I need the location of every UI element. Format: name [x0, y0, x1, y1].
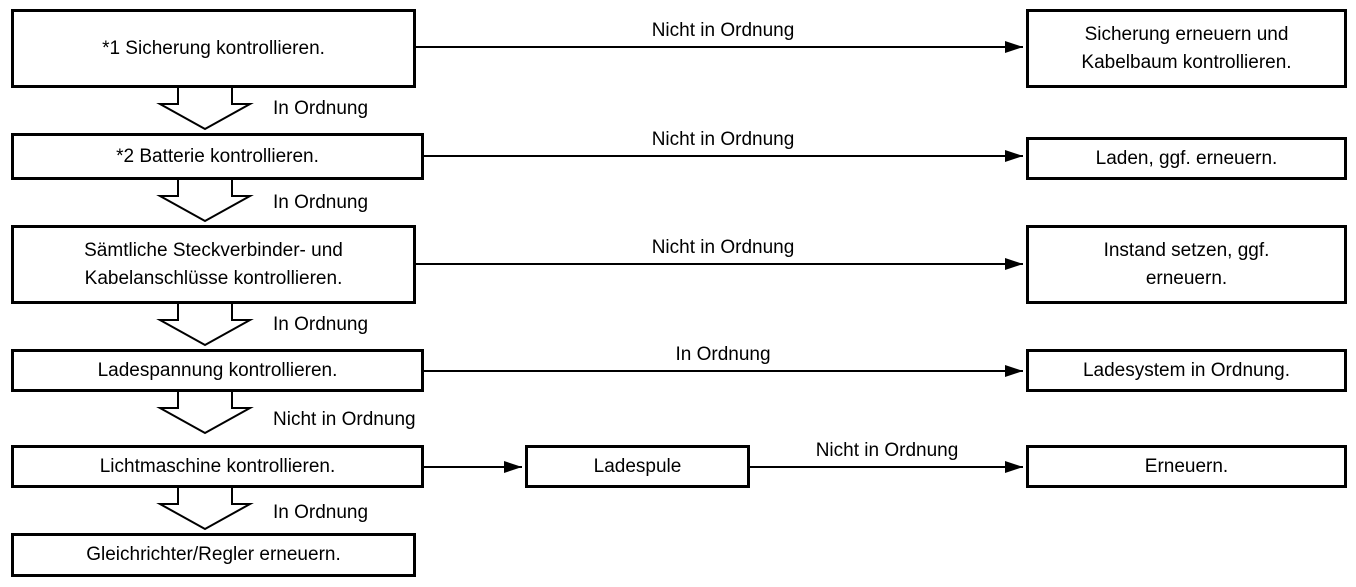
label-not-ok-battery: Nicht in Ordnung [651, 129, 795, 150]
outcome-replace: Erneuern. [1026, 445, 1347, 488]
down-arrow-3 [156, 304, 254, 347]
label-ok-down-1: In Ordnung [273, 98, 369, 119]
label-not-ok-coil: Nicht in Ordnung [815, 440, 959, 461]
label-not-ok-down-4: Nicht in Ordnung [273, 409, 416, 430]
step-rectifier-replace: Gleichrichter/Regler erneuern. [11, 533, 416, 577]
step-connectors-check: Sämtliche Steckverbinder- und Kabelansch… [11, 225, 416, 304]
label-not-ok-fuse: Nicht in Ordnung [651, 20, 795, 41]
outcome-fuse-fix: Sicherung erneuern und Kabelbaum kontrol… [1026, 9, 1347, 88]
step-alternator-check: Lichtmaschine kontrollieren. [11, 445, 424, 488]
step-charge-voltage-check: Ladespannung kontrollieren. [11, 349, 424, 392]
step-battery-check: *2 Batterie kontrollieren. [11, 133, 424, 180]
label-not-ok-connectors: Nicht in Ordnung [651, 237, 795, 258]
down-arrow-5 [156, 488, 254, 531]
outcome-connectors-fix: Instand setzen, ggf. erneuern. [1026, 225, 1347, 304]
outcome-system-ok: Ladesystem in Ordnung. [1026, 349, 1347, 392]
step-fuse-check: *1 Sicherung kontrollieren. [11, 9, 416, 88]
outcome-charge-coil: Ladespule [525, 445, 750, 488]
label-ok-voltage: In Ordnung [675, 344, 771, 365]
down-arrow-2 [156, 180, 254, 223]
down-arrow-4 [156, 392, 254, 435]
down-arrow-1 [156, 88, 254, 131]
label-ok-down-3: In Ordnung [273, 314, 369, 335]
outcome-battery-fix: Laden, ggf. erneuern. [1026, 137, 1347, 180]
label-ok-down-5: In Ordnung [273, 502, 369, 523]
label-ok-down-2: In Ordnung [273, 192, 369, 213]
